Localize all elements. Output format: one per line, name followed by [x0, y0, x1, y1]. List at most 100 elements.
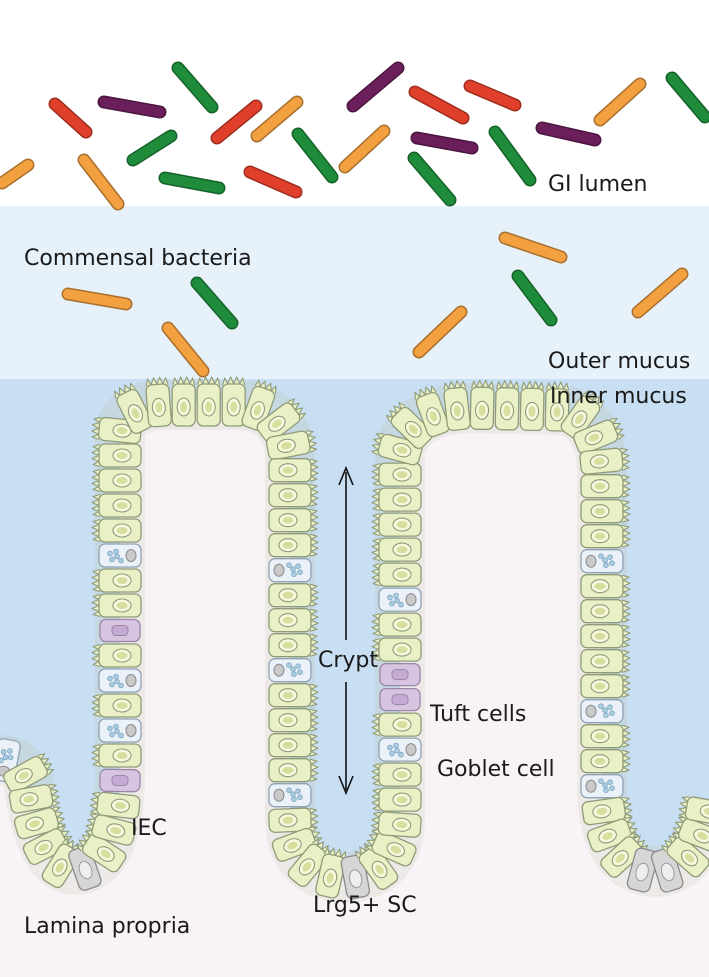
bacterium-rod: [465, 81, 520, 110]
lamina-propria-label: Lamina propria: [24, 914, 190, 939]
enterocyte-cell: [256, 398, 306, 443]
enterocyte-cell: [371, 462, 422, 487]
enterocyte-cell: [89, 791, 141, 820]
enterocyte-cell: [354, 840, 399, 890]
enterocyte-cell: [268, 583, 319, 608]
bacterium-rod: [667, 73, 709, 122]
enterocyte-cell: [371, 537, 422, 562]
bacterium-rod: [99, 97, 165, 117]
bacterium-rod: [340, 126, 389, 172]
enterocyte-cell: [580, 499, 631, 524]
enterocyte-cell: [84, 813, 137, 846]
enterocyte-cell: [268, 533, 319, 558]
goblet-cell: [268, 658, 312, 683]
enterocyte-cell: [371, 762, 422, 787]
tuft-cell: [99, 618, 141, 643]
enterocyte-cell: [579, 447, 631, 475]
enterocyte-cell: [600, 831, 649, 878]
enterocyte-cell: [91, 518, 142, 543]
bacteria-layer: [0, 61, 709, 378]
enterocyte-cell: [580, 524, 631, 549]
enterocyte-cell: [145, 376, 173, 428]
bacterium-rod: [490, 127, 535, 185]
enterocyte-cell: [580, 649, 631, 674]
tuft-cell: [99, 768, 141, 793]
bacterium-rod: [409, 153, 455, 205]
lamina-propria-region: [0, 405, 709, 977]
goblet-cell: [378, 737, 422, 762]
bacterium-rod: [410, 87, 468, 123]
bacterium-rod: [63, 289, 131, 309]
enterocyte-cell: [371, 562, 422, 587]
enterocyte-cell: [91, 493, 142, 518]
enterocyte-cell: [268, 458, 319, 483]
bacterium-rod: [348, 63, 403, 111]
enterocyte-cell: [443, 380, 471, 432]
enterocyte-cell: [91, 743, 142, 768]
enterocyte-cell: [268, 633, 319, 658]
enterocyte-cell: [544, 381, 570, 432]
stem-cell: [626, 847, 659, 893]
enterocyte-cell: [371, 512, 422, 537]
goblet-cell: [268, 558, 312, 583]
enterocyte-cell: [268, 508, 319, 533]
enterocyte-cell: [268, 608, 319, 633]
enterocyte-cell: [91, 693, 142, 718]
crypt-arrow: [338, 465, 354, 796]
enterocyte-cell: [371, 811, 422, 838]
enterocyte-cell: [315, 847, 347, 899]
enterocyte-cell: [91, 643, 142, 668]
bacterium-rod: [79, 155, 123, 209]
enterocyte-cell: [371, 637, 422, 662]
outer-mucus-zone: [0, 206, 709, 379]
enterocyte-cell: [8, 783, 60, 814]
enterocyte-cell: [3, 753, 55, 794]
enterocyte-cell: [469, 379, 495, 431]
enterocyte-cell: [268, 733, 319, 758]
enterocyte-cell: [519, 380, 545, 432]
tuft-cell: [379, 687, 421, 712]
enterocyte-cell: [91, 568, 142, 593]
enterocyte-cell: [268, 758, 319, 783]
lrg5-sc-label: Lrg5+ SC: [313, 893, 417, 918]
enterocyte-cell: [580, 724, 631, 749]
enterocyte-cell: [196, 376, 221, 427]
enterocyte-cell: [268, 807, 319, 833]
enterocyte-cell: [91, 468, 142, 493]
enterocyte-cell: [580, 674, 631, 699]
enterocyte-cell: [113, 382, 153, 435]
enterocyte-cell: [661, 831, 709, 878]
goblet-cell: [98, 668, 142, 693]
goblet-cell: [580, 549, 624, 574]
enterocyte-cell: [573, 417, 625, 455]
enterocyte-cell: [494, 380, 520, 431]
enterocyte-cell: [371, 612, 422, 637]
enterocyte-cell: [268, 483, 319, 508]
bacterium-rod: [245, 167, 301, 197]
enterocyte-cell: [268, 708, 319, 733]
gi-lumen-label: GI lumen: [548, 172, 648, 197]
bacterium-rod: [513, 271, 556, 325]
bacterium-rod: [537, 123, 600, 145]
bacterium-rod: [595, 79, 645, 125]
enterocyte-cell: [91, 443, 142, 468]
enterocyte-cell: [580, 624, 631, 649]
bacterium-rod: [0, 160, 33, 188]
enterocyte-cell: [371, 487, 422, 512]
goblet-cell: [98, 718, 142, 743]
crypt-label: Crypt: [318, 648, 378, 673]
tuft-cells-label: Tuft cells: [429, 702, 526, 727]
enterocyte-cell: [560, 389, 605, 440]
bacterium-rod: [414, 307, 466, 357]
enterocyte-cell: [287, 838, 333, 888]
goblet-cell: [268, 783, 312, 808]
iec-label: IEC: [131, 816, 167, 841]
enterocyte-cell: [13, 806, 66, 840]
goblet-cell: [378, 587, 422, 612]
outer-mucus-label: Outer mucus: [548, 349, 690, 374]
enterocyte-cell: [414, 385, 450, 438]
enterocyte-cell: [268, 683, 319, 708]
goblet-cell: [580, 699, 624, 724]
bacterium-rod: [212, 101, 261, 143]
